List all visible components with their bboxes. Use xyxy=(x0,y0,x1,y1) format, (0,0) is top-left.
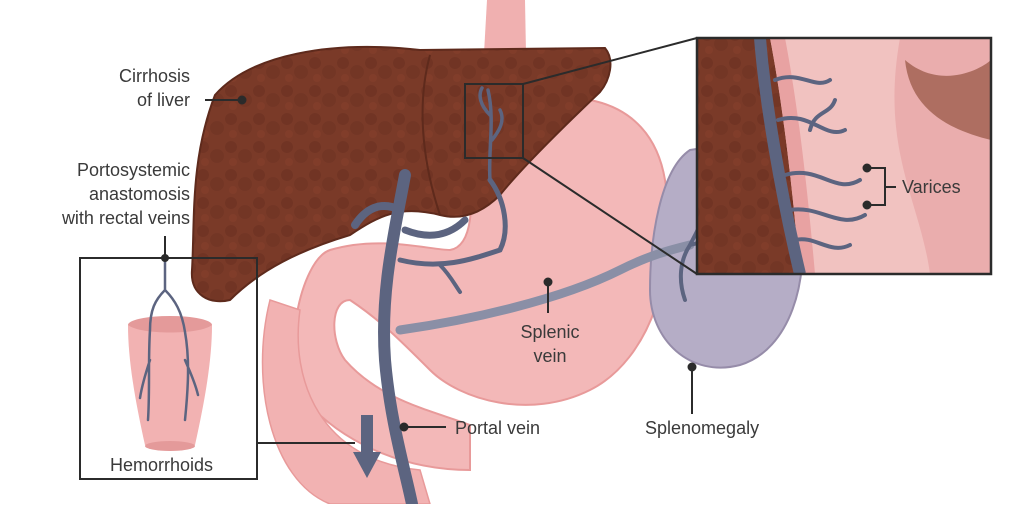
label-cirrhosis: Cirrhosis of liver xyxy=(80,64,190,112)
downward-arrow xyxy=(353,415,381,478)
label-splenomegaly: Splenomegaly xyxy=(645,418,760,438)
rectal-veins xyxy=(138,260,200,422)
esophagus-zoom-box xyxy=(464,83,524,159)
label-portosystemic-line3: with rectal veins xyxy=(61,208,190,228)
label-portal-vein: Portal vein xyxy=(455,418,541,438)
gastric-vein xyxy=(397,177,508,267)
label-splenic-vein: Splenic vein xyxy=(505,320,595,368)
label-hemorrhoids: Hemorrhoids xyxy=(110,455,214,475)
liver-lobe-divide xyxy=(421,54,441,216)
label-portosystemic-line1: Portosystemic xyxy=(76,160,190,180)
varices-inset-frame xyxy=(695,36,993,276)
portal-vein-branch-2 xyxy=(401,216,469,239)
label-splenic-line2: vein xyxy=(533,346,567,366)
portal-vein-branch xyxy=(351,202,404,229)
label-varices: Varices xyxy=(902,177,961,197)
label-splenic-line1: Splenic xyxy=(520,322,580,342)
label-portosystemic-line2: anastomosis xyxy=(88,184,190,204)
zoom-connector-top xyxy=(522,37,698,85)
rectum xyxy=(128,316,212,451)
zoom-connector-bottom xyxy=(522,157,698,275)
leader-lines xyxy=(161,95,896,444)
label-cirrhosis-line1: Cirrhosis xyxy=(118,66,190,86)
label-cirrhosis-line2: of liver xyxy=(136,90,190,110)
label-portosystemic: Portosystemic anastomosis with rectal ve… xyxy=(15,158,190,230)
esophageal-veins xyxy=(478,86,504,182)
varices-inset xyxy=(697,38,991,274)
gastric-vein-2 xyxy=(438,263,462,294)
portal-vein xyxy=(378,169,418,509)
